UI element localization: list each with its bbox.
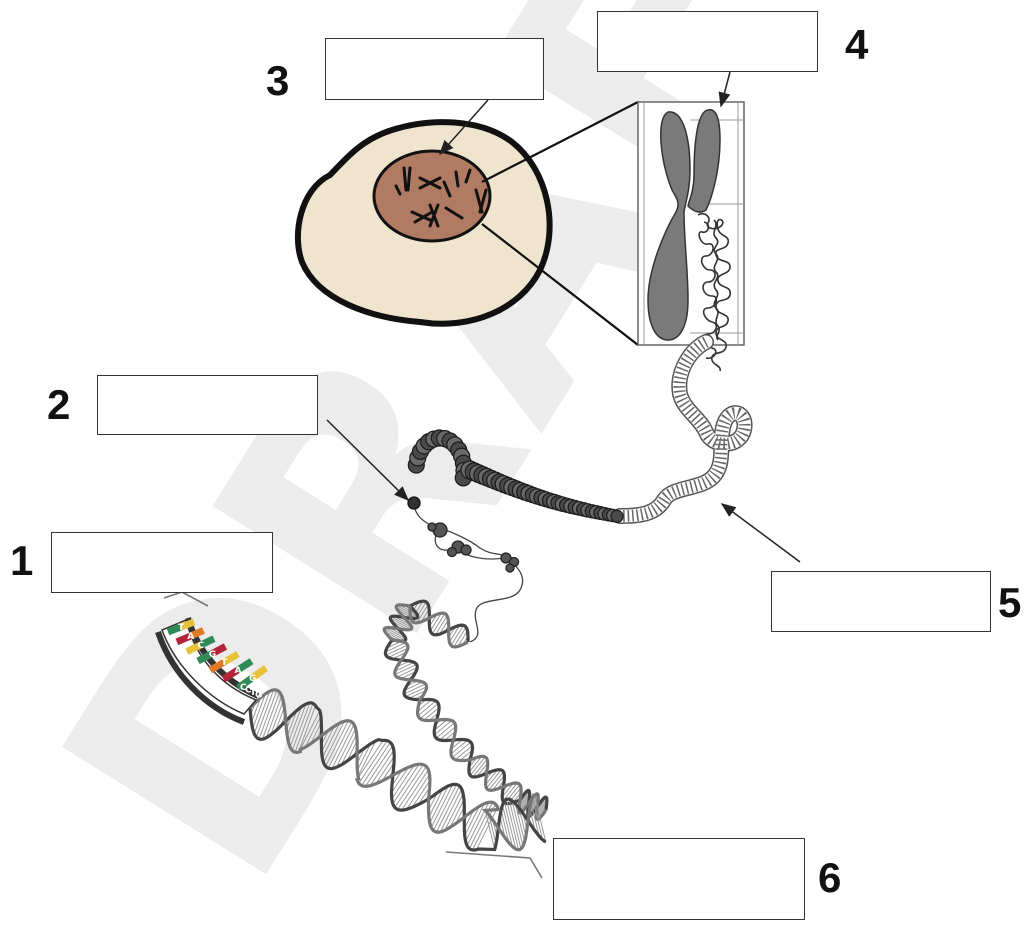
base-letter: G	[209, 650, 216, 660]
label-number-3: 3	[266, 60, 289, 102]
label-box-1[interactable]	[51, 532, 273, 593]
base-letter: A	[187, 632, 194, 642]
base-letter: A	[235, 666, 242, 676]
label-number-5: 5	[998, 582, 1021, 624]
base-letter: C	[197, 641, 204, 651]
fiber-bead	[611, 510, 623, 522]
nucleus	[374, 151, 490, 241]
leader-5	[722, 504, 800, 562]
label-number-2: 2	[47, 384, 70, 426]
label-box-4[interactable]	[597, 11, 818, 72]
label-box-6[interactable]	[553, 838, 805, 920]
base-letter: T	[221, 658, 228, 668]
label-box-2[interactable]	[97, 375, 318, 435]
label-6-bracket	[446, 852, 542, 878]
label-box-5[interactable]	[771, 571, 991, 632]
base-letter: T	[178, 623, 185, 633]
label-box-3[interactable]	[325, 38, 544, 100]
helix-rung	[452, 742, 470, 757]
base-letter: G	[255, 691, 262, 701]
chromosome-panel	[638, 102, 744, 371]
cell	[298, 122, 550, 324]
base-letter: G	[249, 674, 256, 684]
label-number-1: 1	[10, 540, 33, 582]
label-number-4: 4	[845, 24, 868, 66]
label-number-6: 6	[818, 857, 841, 899]
